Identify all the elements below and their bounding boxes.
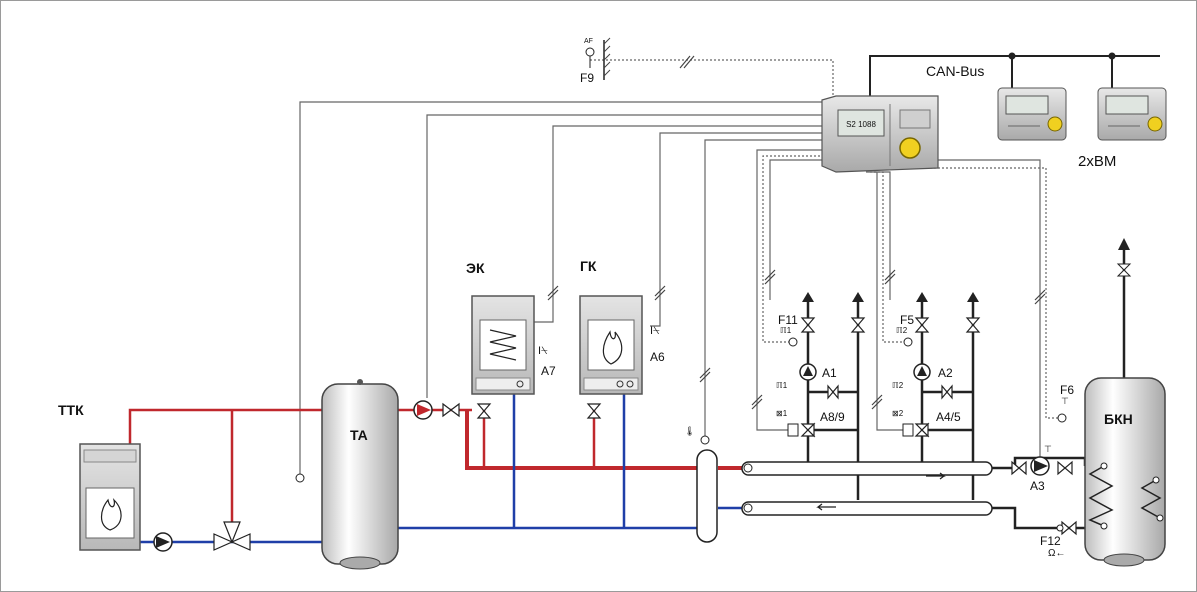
- label-a2: A2: [938, 366, 953, 380]
- label-electric-boiler: ЭК: [466, 260, 485, 276]
- hydraulic-separator: [696, 449, 718, 543]
- sensor-node: [700, 435, 710, 445]
- control-wiring: [299, 59, 1062, 478]
- valve-icon: [586, 403, 602, 419]
- output-symbol-icon: I⍀: [650, 325, 660, 337]
- controller-unit: S2 1088: [821, 95, 939, 173]
- svg-text:⊤: ⊤: [1061, 396, 1069, 406]
- gas-boiler: [579, 295, 643, 395]
- room-unit-knob-icon: [1047, 116, 1063, 132]
- pump-arrow-icon: [417, 404, 431, 416]
- label-a1: A1: [822, 366, 837, 380]
- flame-icon: [100, 498, 122, 531]
- room-unit-2: [1097, 87, 1167, 141]
- label-af: AF: [584, 38, 593, 45]
- label-room-units: 2хВМ: [1078, 153, 1116, 170]
- label-a4-5: A4/5: [936, 410, 961, 424]
- label-gas-boiler: ГК: [580, 258, 597, 274]
- svg-text:⊠2: ⊠2: [892, 409, 904, 418]
- distribution-pipes: [806, 246, 1126, 530]
- label-a8-9: A8/9: [820, 410, 845, 424]
- svg-text:ℿ2: ℿ2: [896, 326, 908, 335]
- label-a3: A3: [1030, 479, 1045, 493]
- can-bus-line: [869, 55, 1160, 96]
- pump-arrow-icon: [156, 536, 170, 548]
- flow-arrow-icon: [816, 503, 836, 511]
- solid-fuel-boiler: [79, 443, 141, 551]
- label-f12: F12: [1040, 534, 1061, 548]
- svg-text:Ω←: Ω←: [1048, 548, 1065, 559]
- label-f11: F11: [778, 313, 798, 327]
- label-a6: A6: [650, 350, 665, 364]
- svg-text:⊤: ⊤: [1044, 444, 1052, 454]
- buffer-tank: [295, 379, 399, 570]
- heat-exchanger-coil-icon: [1140, 479, 1162, 519]
- three-way-valve-icon: [213, 521, 251, 551]
- valve-icon: [442, 402, 460, 418]
- valve-icon: [476, 403, 492, 419]
- dhw-tank: [1084, 263, 1166, 567]
- controller-display-text: S2 1088: [846, 120, 876, 129]
- svg-text:ℿ1: ℿ1: [776, 381, 788, 390]
- outdoor-sensor-icon: [585, 37, 611, 80]
- svg-text:ℿ2: ℿ2: [892, 381, 904, 390]
- bus-node-dot: [1008, 52, 1016, 60]
- label-buffer-tank: ТА: [350, 427, 368, 443]
- heat-exchanger-coil-icon: [1088, 465, 1114, 527]
- room-unit-knob-icon: [1147, 116, 1163, 132]
- manifold-headers: [741, 461, 993, 516]
- outlet-arrow-icon: [1118, 238, 1130, 250]
- label-f6: F6: [1060, 383, 1074, 397]
- supply-pipes: [128, 408, 742, 522]
- svg-text:ℿ1: ℿ1: [780, 326, 792, 335]
- electric-boiler: [471, 295, 535, 395]
- controller-knob-icon: [899, 137, 921, 159]
- wire-tick-marks: [547, 55, 1046, 410]
- thermometer-icon: 🌡: [684, 426, 695, 436]
- label-solid-fuel-boiler: ТТК: [58, 402, 84, 418]
- heating-coil-icon: [489, 329, 517, 361]
- svg-text:⊠1: ⊠1: [776, 409, 788, 418]
- flow-arrow-icon: [926, 472, 946, 480]
- label-f5: F5: [900, 313, 914, 327]
- label-a7: A7: [541, 364, 556, 378]
- label-can-bus: CAN-Bus: [926, 63, 984, 79]
- label-dhw-tank: БКН: [1104, 411, 1133, 427]
- flame-icon: [602, 330, 623, 365]
- label-f9: F9: [580, 71, 594, 85]
- output-symbol-icon: I⍀: [538, 345, 548, 357]
- room-unit-1: [997, 87, 1067, 141]
- heating-circuit-2: ℿ2 ℿ2 ⊠2: [892, 292, 981, 438]
- dhw-pump-group: ⊤ ⊤ Ω←: [1011, 396, 1077, 559]
- bus-node-dot: [1108, 52, 1116, 60]
- heating-circuit-1: ℿ1 ℿ1 ⊠1: [776, 292, 866, 438]
